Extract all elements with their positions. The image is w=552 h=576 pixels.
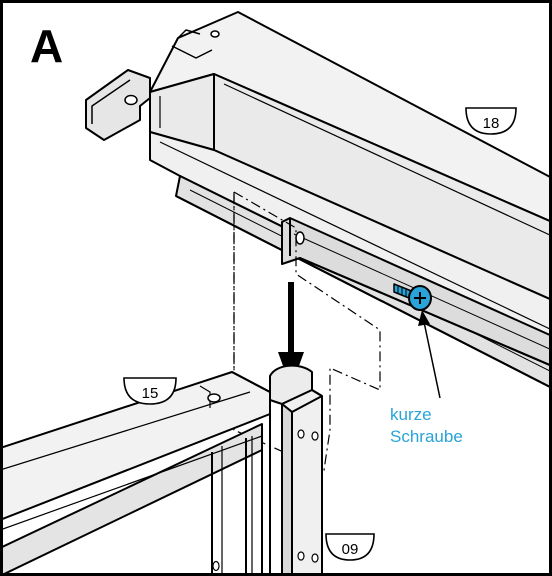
post	[269, 364, 323, 576]
callout-leader	[418, 310, 441, 399]
mounting-bracket	[85, 69, 151, 141]
callout-line-2: Schraube	[390, 427, 463, 446]
part-number-18: 18	[483, 115, 500, 132]
frame	[211, 414, 271, 576]
alignment-guide	[233, 190, 381, 471]
part-number-15: 15	[142, 385, 159, 402]
side-rail	[0, 371, 271, 576]
callout-line-1: kurze	[390, 405, 432, 424]
part-tag-18: 18	[465, 107, 517, 135]
part-tag-09: 09	[325, 533, 375, 561]
step-letter: A	[30, 20, 63, 72]
screw-icon	[393, 283, 432, 311]
part-number-09: 09	[342, 541, 359, 558]
part-tag-15: 15	[123, 377, 177, 405]
